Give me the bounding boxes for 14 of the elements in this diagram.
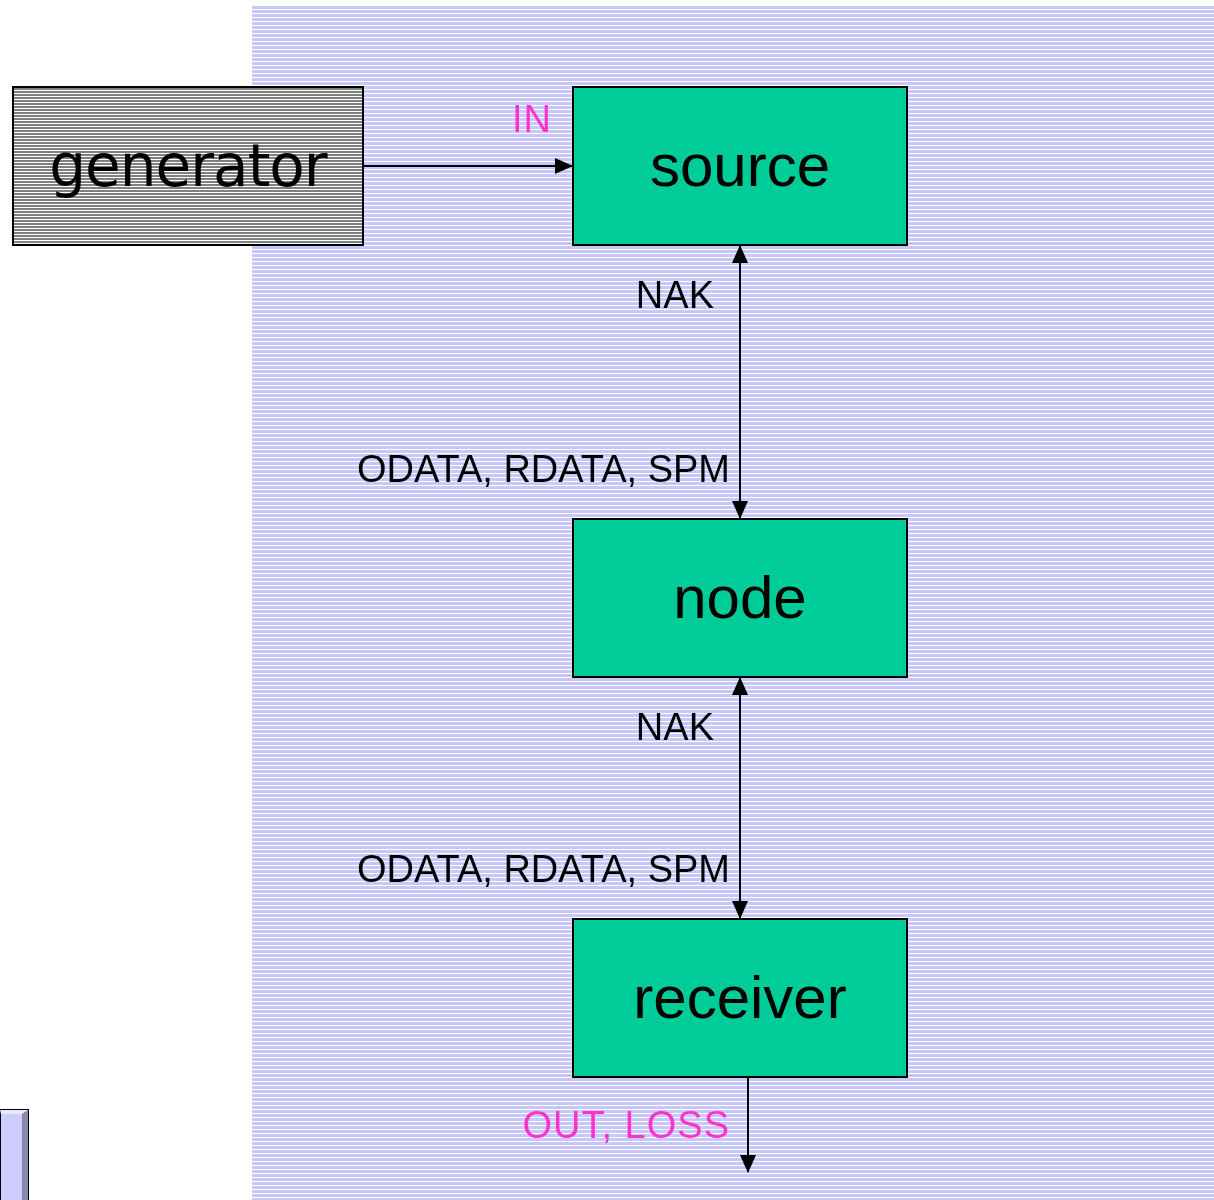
arrow [363,158,573,174]
arrow [732,245,748,519]
edge-label: IN [512,100,552,138]
signal-label: ODATA, RDATA, SPM [357,450,730,488]
arrow [732,677,748,919]
bevel-box [0,1110,28,1200]
signal-label: NAK [635,276,714,314]
arrow [740,1077,756,1173]
process-box: node [572,518,908,678]
process-box: source [572,86,908,246]
signal-label: ODATA, RDATA, SPM [357,850,730,888]
signal-label: NAK [635,708,714,746]
edge-label: OUT, LOSS [522,1106,730,1144]
process-box: receiver [572,918,908,1078]
